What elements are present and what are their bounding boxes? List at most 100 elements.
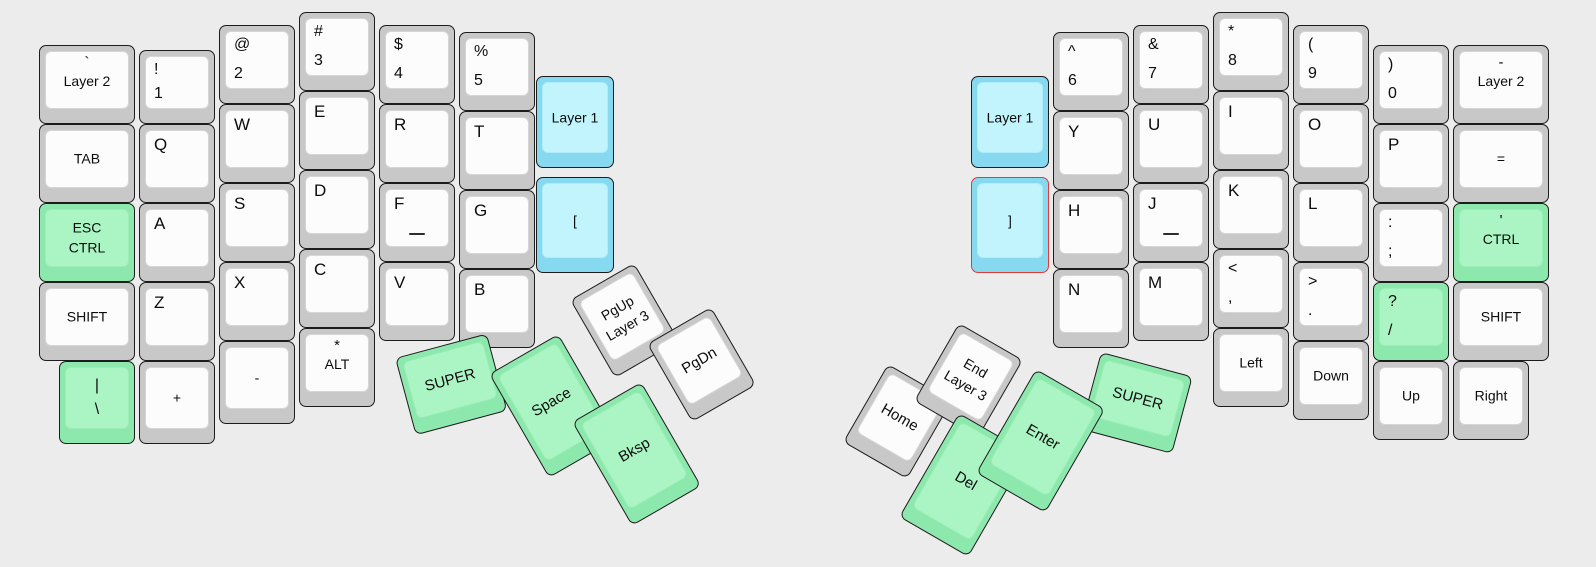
key-l-c4-r4[interactable]: C (299, 249, 375, 328)
key-l-c1-r2[interactable]: TAB (39, 124, 135, 203)
key-r-c7-r1[interactable]: -Layer 2 (1453, 45, 1549, 124)
key-r-c2-r4[interactable]: N (1053, 269, 1129, 348)
key-r-c1-r2[interactable]: ] (971, 177, 1049, 273)
key-r-c3-r2[interactable]: U (1133, 104, 1209, 183)
key-r-c4-r4[interactable]: <, (1213, 249, 1289, 328)
key-r-c5-r5[interactable]: Down (1293, 341, 1369, 420)
key-label-l-c7-r1: Layer 1 (551, 109, 599, 126)
key-l-c2-r1[interactable]: !1 (139, 50, 215, 124)
key-r-c5-r3[interactable]: L (1293, 183, 1369, 262)
key-r-c6-r1[interactable]: )0 (1373, 45, 1449, 124)
homing-bar-icon (409, 233, 425, 235)
key-label-l-c6-r3: G (474, 201, 488, 220)
key-l-c6-r3[interactable]: G (459, 190, 535, 269)
key-r-c1-r1[interactable]: Layer 1 (971, 76, 1049, 168)
keycap-l-c5-r4: V (385, 268, 449, 326)
key-l-c6-r4[interactable]: B (459, 269, 535, 348)
key-l-c6-r1[interactable]: %5 (459, 32, 535, 111)
key-l-c1-r1[interactable]: `Layer 2 (39, 45, 135, 124)
key-l-c2-r2[interactable]: Q (139, 124, 215, 203)
key-r-c4-r1[interactable]: *8 (1213, 12, 1289, 91)
keycap-l-c5-r2: R (385, 110, 449, 168)
key-label-r-c6-r2: P (1388, 135, 1400, 154)
key-label-l-c2-r2: Q (154, 135, 168, 154)
key-l-c3-r4[interactable]: X (219, 262, 295, 341)
key-label-l-c3-r3: S (234, 194, 246, 213)
key-l-c5-r3[interactable]: F (379, 183, 455, 262)
key-r-c5-r1[interactable]: (9 (1293, 25, 1369, 104)
keycap-l-c6-r1: %5 (465, 38, 529, 96)
keycap-l-thumb-bksp: Bksp (580, 390, 689, 510)
key-r-c6-r2[interactable]: P (1373, 124, 1449, 203)
keycap-l-c1-r5: | \ (65, 367, 129, 429)
key-shift-legend-l-c2-r1: ! (154, 61, 159, 78)
key-l-c3-r2[interactable]: W (219, 104, 295, 183)
key-label-l-c4-r5: ALT (324, 356, 350, 373)
keycap-l-c5-r3: F (385, 189, 449, 247)
key-l-c1-r4[interactable]: SHIFT (39, 282, 135, 361)
key-label-r-c3-r3: J (1148, 194, 1157, 213)
key-r-c6-r4[interactable]: ?/ (1373, 282, 1449, 361)
key-label-r-c6-r5: Up (1402, 387, 1420, 404)
key-r-c6-r3[interactable]: :; (1373, 203, 1449, 282)
key-r-c4-r5[interactable]: Left (1213, 328, 1289, 407)
key-label-r-c7-r5: Right (1474, 387, 1508, 404)
key-l-c5-r2[interactable]: R (379, 104, 455, 183)
homing-bar-icon (1163, 233, 1179, 235)
key-r-c5-r2[interactable]: O (1293, 104, 1369, 183)
key-label-l-c3-r1: 2 (234, 65, 243, 83)
key-l-thumb-super[interactable]: SUPER (395, 333, 508, 436)
key-r-c3-r4[interactable]: M (1133, 262, 1209, 341)
key-label-r-c4-r4: , (1228, 289, 1233, 307)
key-l-c4-r1[interactable]: #3 (299, 12, 375, 91)
key-r-c7-r5[interactable]: Right (1453, 361, 1529, 440)
key-l-c1-r5[interactable]: | \ (59, 361, 135, 444)
key-l-c7-r1[interactable]: Layer 1 (536, 76, 614, 168)
key-l-c3-r3[interactable]: S (219, 183, 295, 262)
key-r-c7-r3[interactable]: 'CTRL (1453, 203, 1549, 282)
key-l-c4-r5[interactable]: *ALT (299, 328, 375, 407)
key-l-c4-r3[interactable]: D (299, 170, 375, 249)
key-r-c2-r2[interactable]: Y (1053, 111, 1129, 190)
keycap-r-c7-r5: Right (1459, 367, 1523, 425)
key-l-c3-r5[interactable]: - (219, 341, 295, 424)
keycap-l-c4-r5: *ALT (305, 334, 369, 392)
key-label-l-c1-r1: Layer 2 (63, 73, 111, 90)
key-r-c4-r2[interactable]: I (1213, 91, 1289, 170)
key-l-c2-r5[interactable]: + (139, 361, 215, 444)
key-r-c4-r3[interactable]: K (1213, 170, 1289, 249)
key-label-l-c2-r1: 1 (154, 85, 163, 103)
key-r-c5-r4[interactable]: >. (1293, 262, 1369, 341)
key-l-c5-r4[interactable]: V (379, 262, 455, 341)
keycap-r-c4-r1: *8 (1219, 18, 1283, 76)
key-shift-legend-l-c5-r1: $ (394, 36, 403, 53)
keycap-r-c5-r3: L (1299, 189, 1363, 247)
keycap-l-c3-r1: @2 (225, 31, 289, 89)
key-l-c4-r2[interactable]: E (299, 91, 375, 170)
key-label-l-c5-r4: V (394, 273, 406, 292)
key-r-c3-r3[interactable]: J (1133, 183, 1209, 262)
key-label-r-c7-r4: SHIFT (1480, 308, 1522, 325)
key-r-c3-r1[interactable]: &7 (1133, 25, 1209, 104)
key-l-c2-r3[interactable]: A (139, 203, 215, 282)
key-l-c2-r4[interactable]: Z (139, 282, 215, 361)
key-r-c7-r4[interactable]: SHIFT (1453, 282, 1549, 361)
key-label-r-c4-r5: Left (1239, 354, 1263, 371)
key-l-c1-r3[interactable]: ESC CTRL (39, 203, 135, 282)
key-shift-legend-r-c3-r1: & (1148, 36, 1159, 53)
key-l-c6-r2[interactable]: T (459, 111, 535, 190)
keycap-l-c2-r5: + (145, 367, 209, 429)
key-r-thumb-super[interactable]: SUPER (1080, 352, 1193, 454)
key-l-c5-r1[interactable]: $4 (379, 25, 455, 104)
key-l-c3-r1[interactable]: @2 (219, 25, 295, 104)
key-shift-legend-r-c2-r1: ^ (1068, 43, 1076, 60)
key-r-c2-r3[interactable]: H (1053, 190, 1129, 269)
key-l-c7-r2[interactable]: [ (536, 177, 614, 273)
keycap-l-thumb-super: SUPER (402, 340, 498, 420)
keycap-l-c2-r2: Q (145, 130, 209, 188)
key-r-c7-r2[interactable]: = (1453, 124, 1549, 203)
keycap-l-c2-r4: Z (145, 288, 209, 346)
key-r-c6-r5[interactable]: Up (1373, 361, 1449, 440)
key-r-c2-r1[interactable]: ^6 (1053, 32, 1129, 111)
keycap-l-c5-r1: $4 (385, 31, 449, 89)
